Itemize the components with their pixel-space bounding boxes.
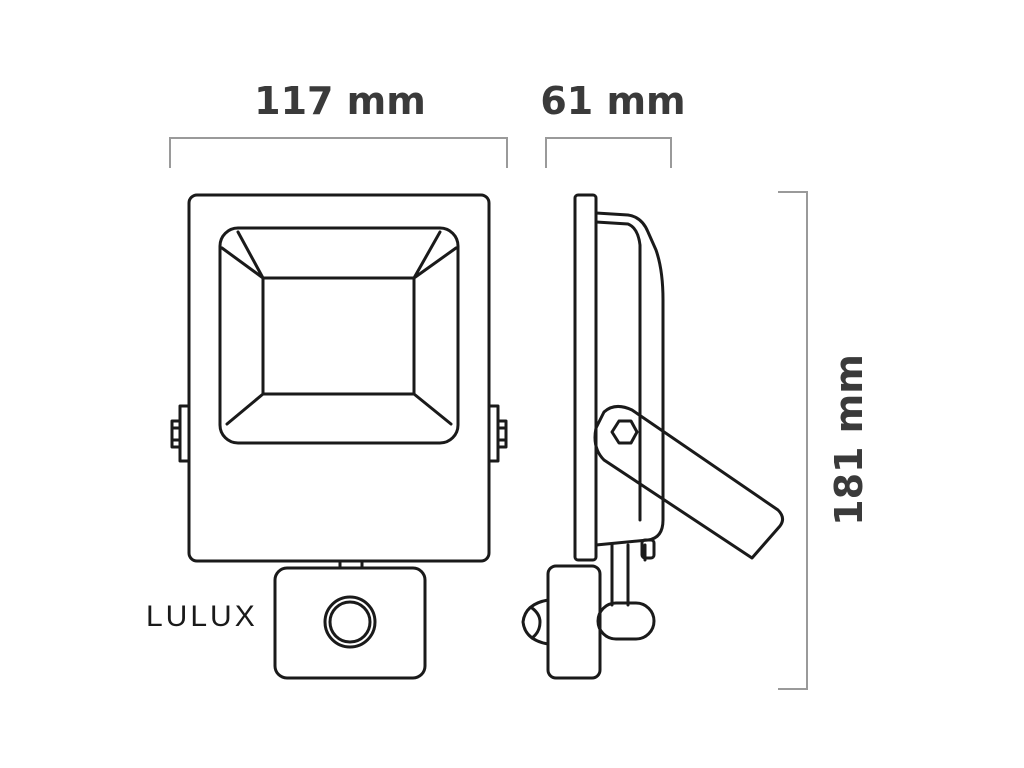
bracket-nut-icon	[610, 419, 639, 445]
side-sensor-housing	[546, 564, 602, 680]
sensor-lens-outer	[323, 595, 377, 649]
side-housing-rib	[594, 220, 642, 522]
side-view	[521, 193, 785, 680]
depth-label: 61 mm	[540, 79, 685, 123]
height-dimension-line	[778, 191, 808, 690]
left-bolt-icon	[170, 404, 191, 463]
stem-clip	[640, 538, 656, 560]
sensor-lens-inner	[328, 600, 372, 644]
side-sensor-lens	[521, 598, 550, 646]
led-panel	[261, 276, 416, 396]
side-sensor-lens-inner	[530, 606, 542, 640]
side-front-glass	[573, 193, 598, 562]
right-bolt-icon	[487, 404, 508, 463]
depth-dimension-line	[545, 137, 672, 168]
front-view	[170, 193, 508, 680]
reflector-bevels	[220, 230, 458, 426]
width-label: 117 mm	[254, 79, 426, 123]
height-label: 181 mm	[827, 354, 871, 526]
brand-logo-text: LULUX	[146, 600, 258, 633]
sensor-swivel	[596, 601, 656, 641]
width-dimension-line	[169, 137, 508, 168]
front-housing	[187, 193, 491, 563]
mounting-bracket	[593, 405, 785, 560]
side-housing-back	[594, 211, 665, 547]
sensor-stem	[610, 543, 647, 607]
motion-sensor-housing	[273, 566, 427, 680]
reflector-frame	[218, 226, 460, 445]
